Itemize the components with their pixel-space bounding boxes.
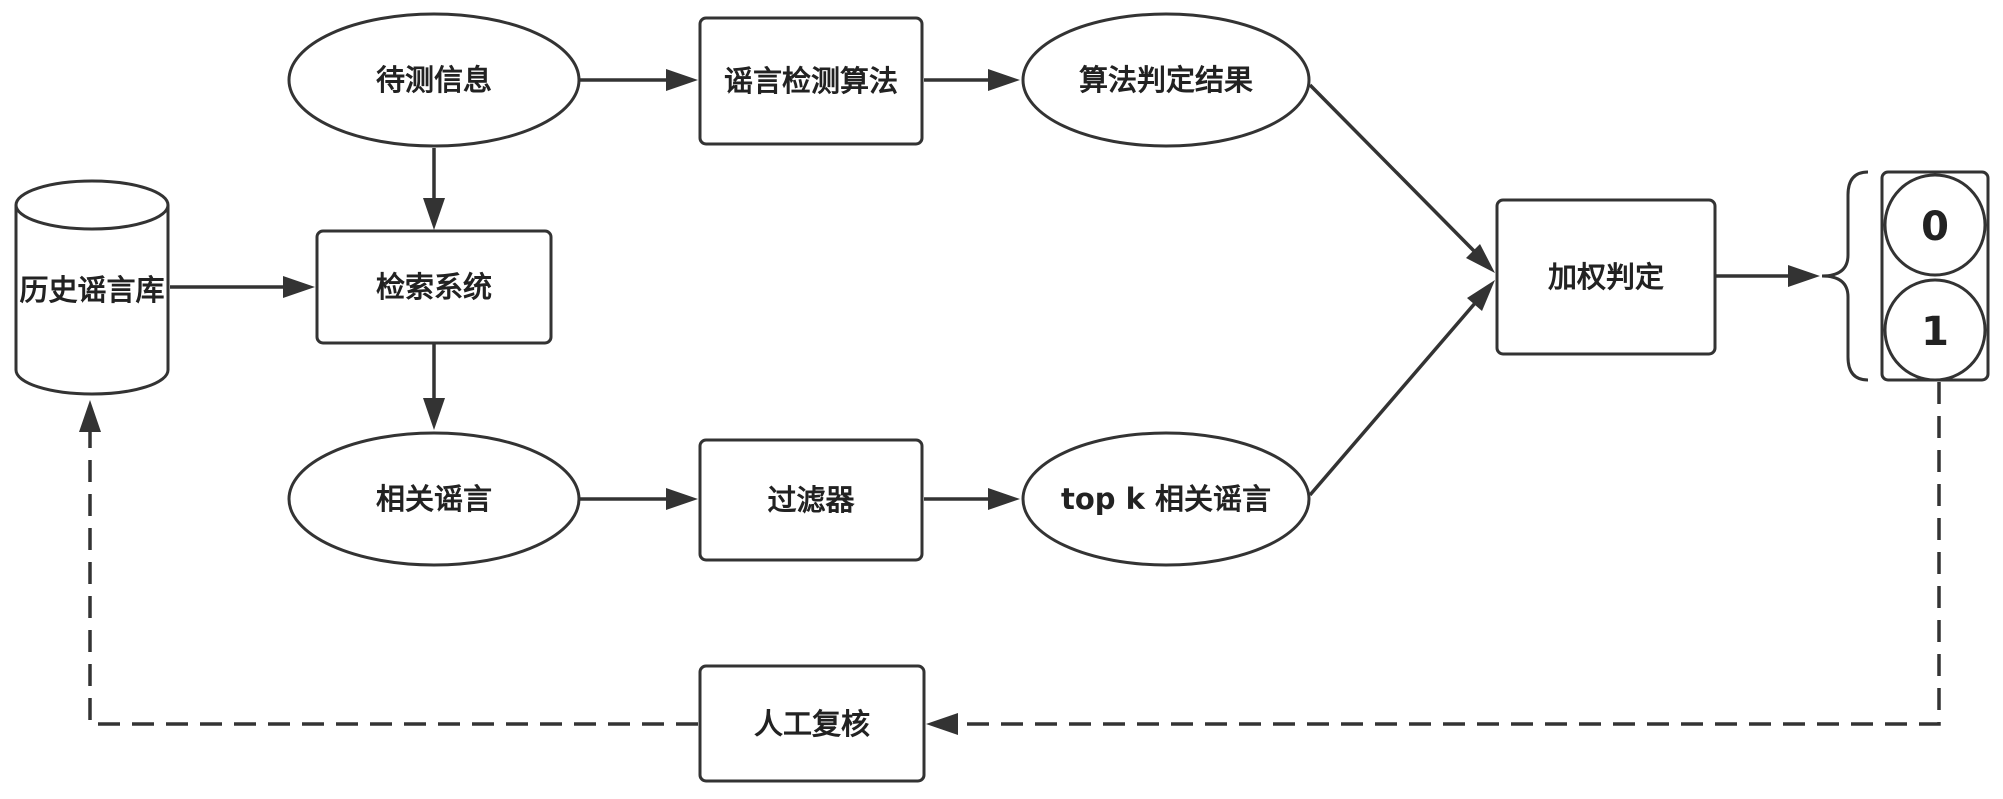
node-filter-label: 过滤器 bbox=[767, 483, 855, 517]
node-history-rumor-db: 历史谣言库 bbox=[14, 179, 170, 396]
node-filter: 过滤器 bbox=[698, 438, 924, 562]
output-one-label: 1 bbox=[1921, 309, 1949, 355]
output-one-circle bbox=[1883, 278, 1987, 382]
arrowhead bbox=[283, 276, 315, 298]
edge-result-to-weighted bbox=[1308, 83, 1478, 255]
arrowhead bbox=[1788, 265, 1820, 287]
node-pending-info: 待测信息 bbox=[287, 12, 581, 148]
arrowhead bbox=[1467, 280, 1495, 311]
arrowhead bbox=[1466, 244, 1495, 273]
arrowhead bbox=[926, 713, 958, 735]
arrowhead bbox=[79, 400, 101, 432]
output-zero-circle bbox=[1883, 173, 1987, 277]
node-pending-info-label: 待测信息 bbox=[376, 63, 492, 97]
node-topk-related-rumors-label: top k 相关谣言 bbox=[1061, 482, 1271, 516]
arrowhead bbox=[423, 198, 445, 230]
arrowhead bbox=[423, 398, 445, 430]
node-weighted-decision: 加权判定 bbox=[1495, 198, 1717, 356]
node-algorithm-result: 算法判定结果 bbox=[1021, 12, 1311, 148]
edge-output-to-review bbox=[960, 382, 1941, 726]
edge-topk-to-weighted bbox=[1308, 300, 1478, 497]
node-related-rumors-label: 相关谣言 bbox=[376, 482, 492, 516]
node-rumor-detection-algorithm: 谣言检测算法 bbox=[698, 16, 924, 146]
node-retrieval-system-label: 检索系统 bbox=[376, 270, 492, 304]
arrowhead bbox=[988, 69, 1020, 91]
output-zero-label: 0 bbox=[1921, 204, 1949, 250]
node-retrieval-system: 检索系统 bbox=[315, 229, 553, 345]
arrowhead bbox=[988, 488, 1020, 510]
node-rumor-detection-algorithm-label: 谣言检测算法 bbox=[724, 64, 898, 98]
node-algorithm-result-label: 算法判定结果 bbox=[1079, 63, 1253, 97]
brace-icon bbox=[1821, 170, 1869, 382]
node-history-rumor-db-label: 历史谣言库 bbox=[19, 273, 164, 307]
node-related-rumors: 相关谣言 bbox=[287, 431, 581, 567]
node-weighted-decision-label: 加权判定 bbox=[1548, 260, 1664, 294]
edge-review-to-db bbox=[88, 432, 698, 726]
node-topk-related-rumors: top k 相关谣言 bbox=[1021, 431, 1311, 567]
arrowhead bbox=[666, 69, 698, 91]
node-manual-review-label: 人工复核 bbox=[754, 707, 870, 741]
output-group: 0 1 bbox=[1821, 170, 1990, 382]
node-manual-review: 人工复核 bbox=[698, 664, 926, 783]
arrowhead bbox=[666, 488, 698, 510]
